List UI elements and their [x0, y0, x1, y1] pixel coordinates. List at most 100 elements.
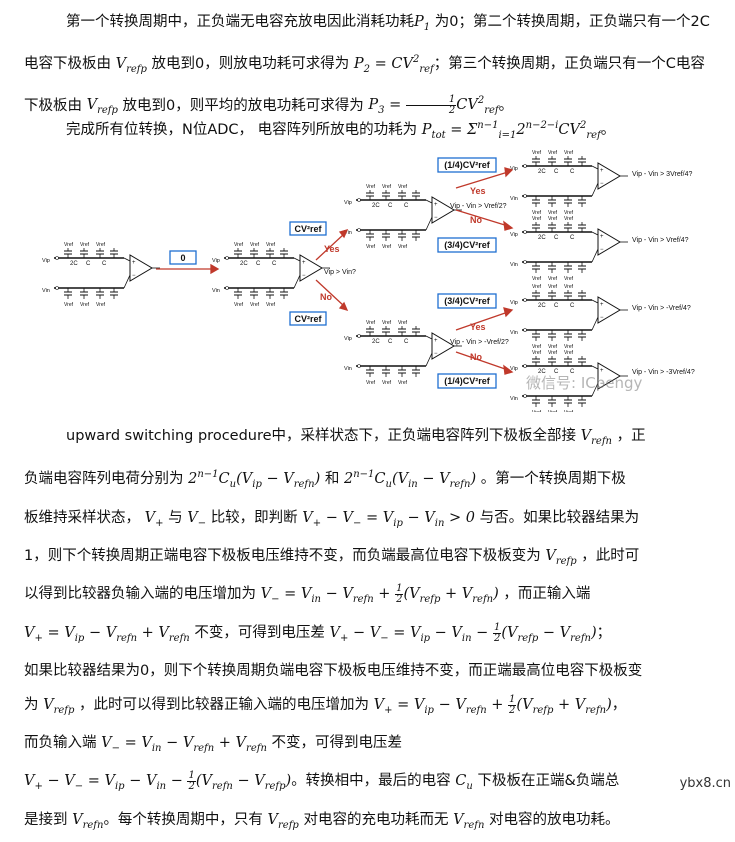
box-cv-bottom-label: CV²ref	[294, 314, 322, 324]
text: 对电容的充电功耗而无	[303, 811, 449, 828]
vref-label: Vref	[532, 276, 542, 282]
vref-label: Vref	[548, 216, 558, 222]
vref-label: Vref	[398, 320, 408, 326]
text: 与	[168, 509, 183, 526]
box-threequarter-bottom-label: (3/4)CV²ref	[444, 296, 491, 306]
vref-label: Vref	[398, 184, 408, 190]
vref-label: Vref	[564, 344, 574, 350]
arrow-head	[338, 228, 349, 239]
cap-label: C	[272, 261, 277, 267]
box-threequarter-bottom	[437, 293, 497, 309]
vin-label: Vin	[344, 366, 352, 372]
line: 为 Vrefp ，此时可以得到比较器正输入端的电压增加为 V+ = Vip − …	[24, 689, 714, 727]
vref-label: Vref	[96, 242, 106, 248]
text: 放电到0，则平均的放电功耗可求得为	[122, 97, 364, 114]
cap-label: 2C	[372, 203, 380, 209]
vref-label: Vref	[564, 150, 574, 156]
text: 如果比较器结果为0，则下个转换周期负端电容下极板电压维持不变，而正端最高位电容下…	[24, 663, 643, 680]
text: ，	[611, 696, 627, 713]
vip-label: Vip	[510, 300, 518, 306]
label-cmp1: Vip > Vin?	[324, 269, 356, 276]
label-no-3: No	[470, 352, 482, 362]
vref-label: Vref	[80, 242, 90, 248]
paragraph-total-power: 完成所有位转换，N位ADC， 电容阵列所放电的功耗为 Ptot = Σn−1i=…	[24, 110, 714, 152]
box-initial	[169, 250, 197, 265]
text: 板维持采样状态，	[24, 509, 140, 526]
text: 完成所有位转换，N位ADC， 电容阵列所放电的功耗为	[66, 121, 418, 138]
math-vplus-keep: V+ = Vip − Vrefn + Vrefn	[24, 624, 190, 644]
vref-label: Vref	[564, 210, 574, 216]
box-cv-bottom	[289, 311, 327, 326]
text: 放电到0，则放电功耗可求得为	[151, 55, 350, 72]
array-stage4-3	[522, 290, 628, 341]
plus-sign: +	[600, 234, 604, 240]
vref-label: Vref	[532, 350, 542, 356]
line: 负端电容阵列电荷分别为 2n−1Cu(Vip − Vrefn) 和 2n−1Cu…	[24, 458, 714, 501]
plus-sign: +	[434, 338, 438, 344]
vref-label: Vref	[382, 320, 392, 326]
math-vrefn: Vrefn	[580, 428, 612, 447]
cap-label: C	[256, 261, 261, 267]
vref-label: Vref	[532, 216, 542, 222]
text: 。	[600, 121, 616, 138]
vin-label: Vin	[510, 330, 518, 336]
vref-label: Vref	[532, 344, 542, 350]
line: 是接到 Vrefn。每个转换周期中，只有 Vrefp 对电容的充电功耗而无 Vr…	[24, 804, 714, 842]
vref-label: Vref	[564, 350, 574, 356]
vref-label: Vref	[96, 302, 106, 308]
vref-label: Vref	[398, 380, 408, 386]
math-vplus: V+	[144, 509, 164, 529]
line: 板维持采样状态， V+ 与 V− 比较，即判断 V+ − V− = Vip − …	[24, 502, 714, 540]
box-quarter-top	[437, 157, 497, 173]
math-vrefp: Vrefp	[86, 97, 118, 117]
text: 为0；第二个转换周期，正负端只有一个2C电容下极板由	[24, 14, 710, 72]
vref-label: Vref	[250, 242, 260, 248]
plus-sign: +	[434, 202, 438, 208]
cap-label: C	[554, 303, 559, 309]
text: ；	[596, 624, 612, 641]
vin-label: Vin	[344, 230, 352, 236]
box-cv-top-label: CV²ref	[294, 224, 322, 234]
arrow-no	[315, 279, 345, 307]
yes-no-labels: Yes No Yes No Yes No	[320, 186, 486, 362]
text: 对电容的放电功耗。	[489, 811, 620, 828]
arrow-head	[338, 301, 349, 312]
vip-label: Vip	[344, 200, 352, 206]
array-stage3-top	[356, 190, 462, 241]
arrow-yes-2	[455, 171, 509, 189]
cap-label: 2C	[538, 369, 546, 375]
array-stage3-bottom	[356, 326, 462, 377]
vref-label: Vref	[382, 380, 392, 386]
cap-label: C	[570, 169, 575, 175]
vref-label: Vref	[548, 410, 558, 412]
math-charge-p: 2n−1Cu(Vip − Vrefn)	[188, 469, 321, 491]
vref-label: Vref	[366, 380, 376, 386]
vref-label: Vref	[80, 302, 90, 308]
math-compare: V+ − V− = Vip − Vin > 0	[302, 509, 475, 529]
plus-sign: +	[132, 260, 136, 266]
paragraph-power-cycles: 第一个转换周期中，正负端无电容充放电因此消耗功耗P1 为0；第二个转换周期，正负…	[24, 6, 714, 127]
arrow-no-2	[455, 209, 509, 227]
math-vminus: V−	[187, 509, 207, 529]
label-out4: Vip - Vin > -3Vref/4?	[632, 369, 695, 376]
cap-label: 2C	[240, 261, 248, 267]
vref-label: Vref	[548, 150, 558, 156]
text: 不变，可得到电压差	[271, 735, 403, 752]
vref-label: Vref	[64, 242, 74, 248]
text: 。第一个转换周期下极	[480, 471, 626, 488]
line: 而负输入端 V− = Vin − Vrefn + Vrefn 不变，可得到电压差	[24, 727, 714, 765]
text: 下极板在正端&负端总	[477, 773, 620, 790]
text: 以得到比较器负输入端的电压增加为	[24, 586, 256, 603]
arrow-head	[210, 263, 220, 275]
flow-arrows	[156, 167, 514, 375]
vip-label: Vip	[212, 258, 220, 264]
arrow-head	[503, 364, 514, 375]
text: 1，则下个转换周期正端电容下极板电压维持不变，而负端最高位电容下极板变为	[24, 548, 541, 564]
cap-label: C	[554, 169, 559, 175]
cap-label: C	[388, 339, 393, 345]
energy-boxes: 0 CV²ref CV²ref (1/4)CV²ref (3/4)CV²ref …	[169, 157, 497, 389]
